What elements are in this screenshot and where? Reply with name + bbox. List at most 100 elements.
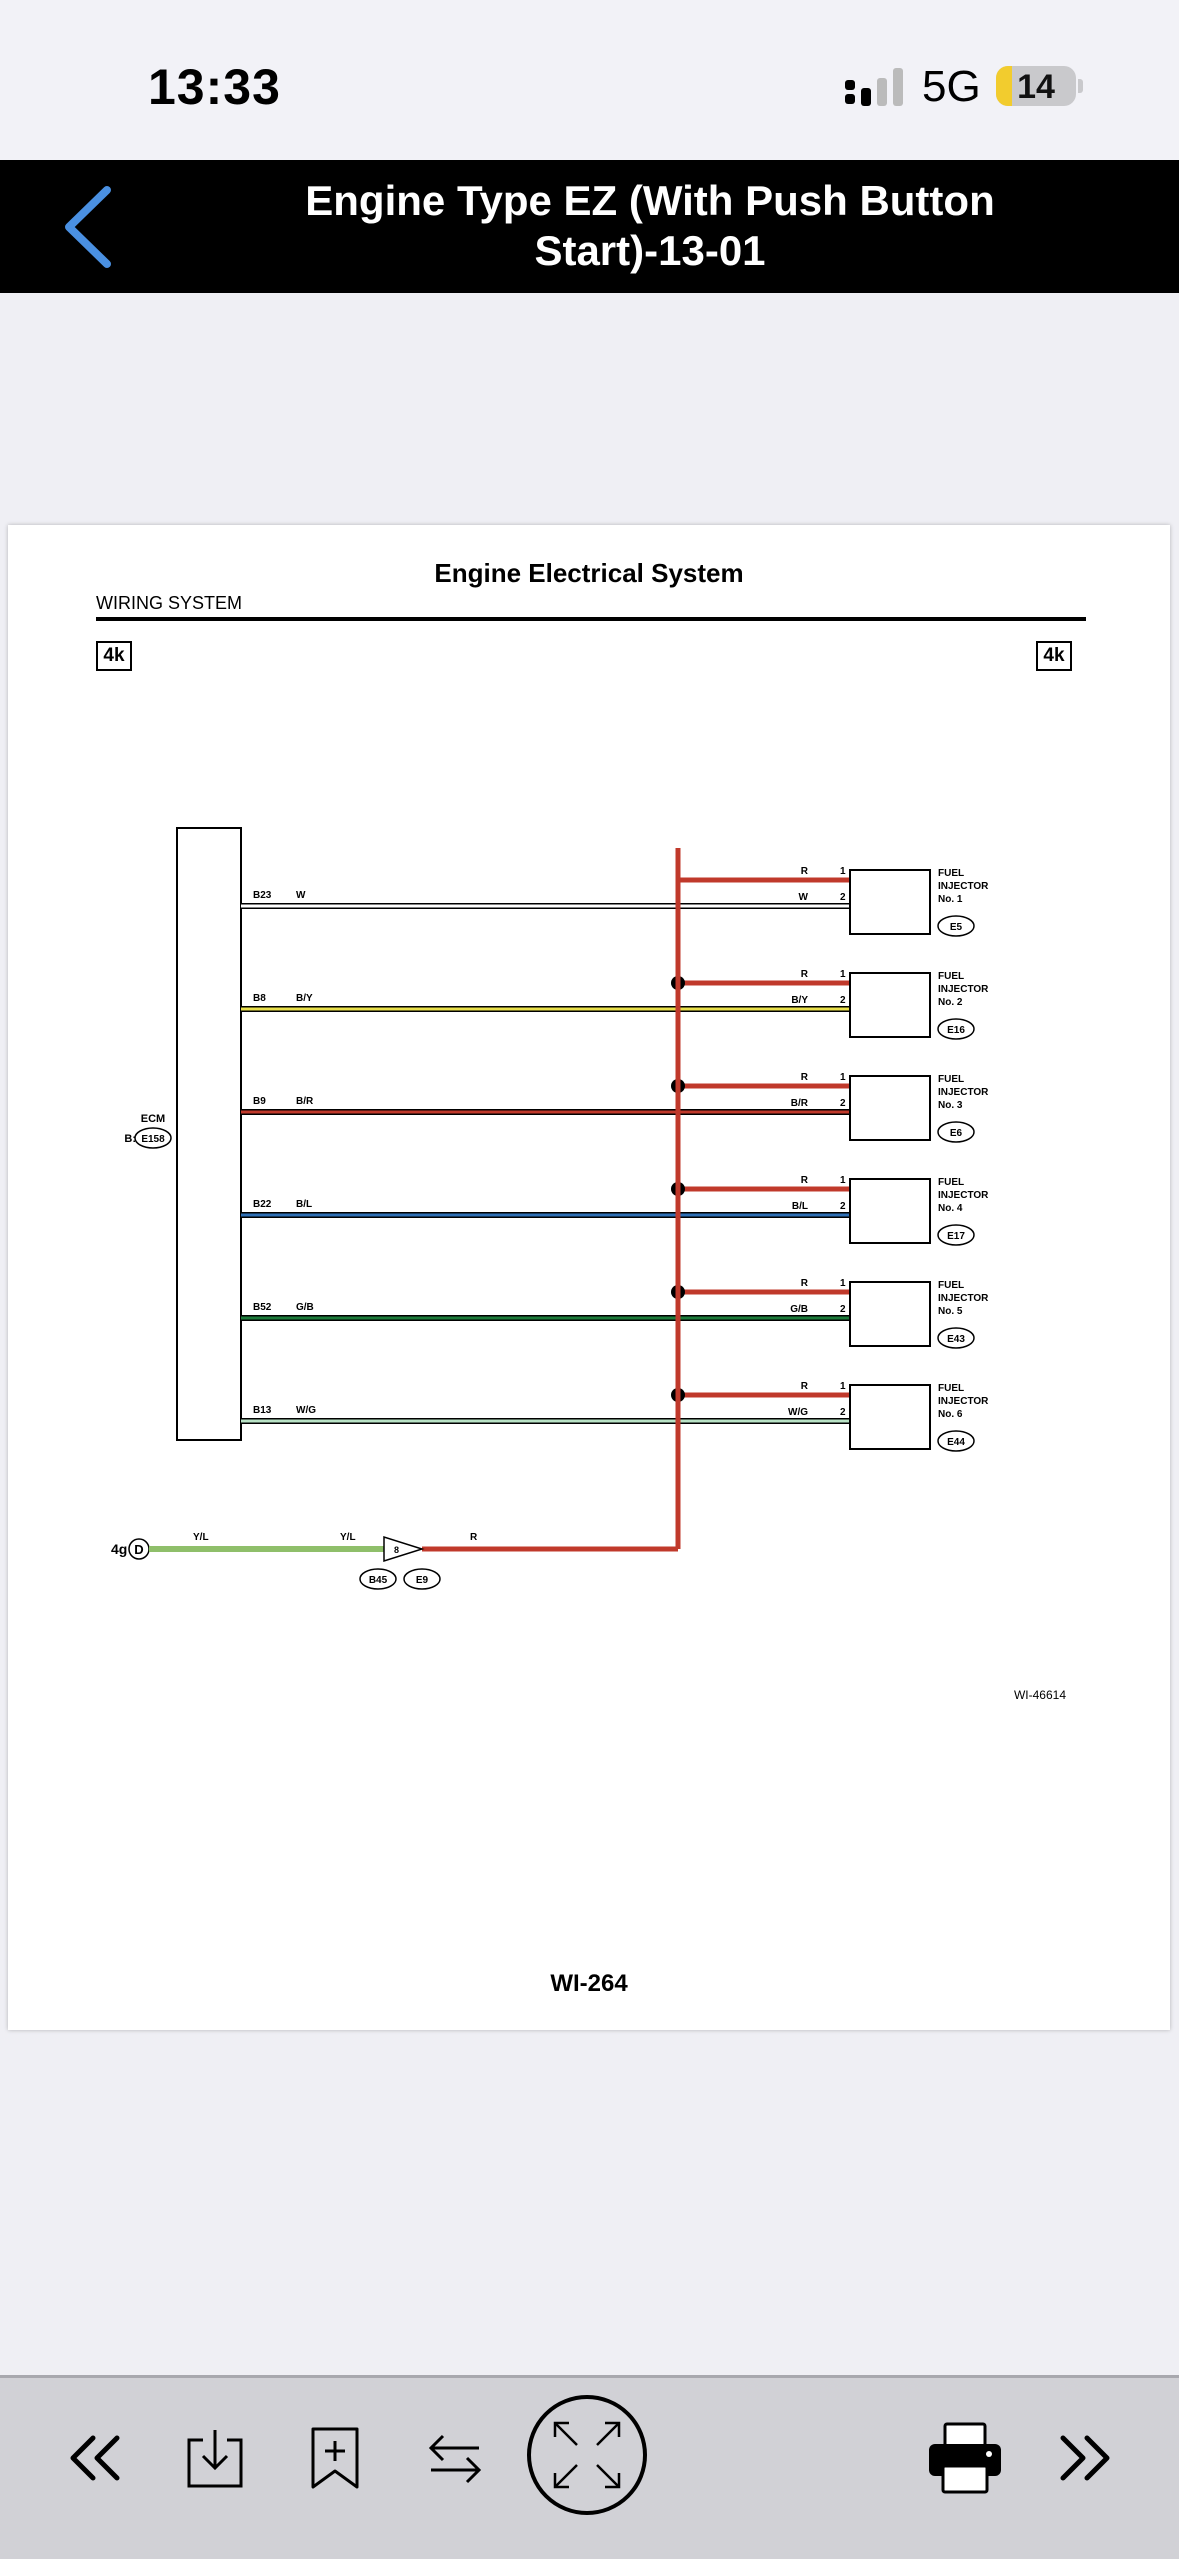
badge-left: 4k: [96, 641, 132, 671]
wire-color-1: W: [296, 890, 306, 901]
first-page-button[interactable]: [45, 2408, 145, 2508]
injector-label-3-0: FUEL: [938, 1074, 964, 1085]
injector-label-3-1: INJECTOR: [938, 1087, 989, 1098]
swap-button[interactable]: [405, 2408, 505, 2508]
ground-symbol: D: [134, 1542, 143, 1557]
supply-color-2: R: [801, 969, 809, 980]
supply-color-4: R: [801, 1175, 809, 1186]
supply-pin-5: 1: [840, 1278, 846, 1289]
badge-right: 4k: [1036, 641, 1072, 671]
supply-color-6: R: [801, 1381, 809, 1392]
signal-color-5: G/B: [790, 1304, 808, 1315]
status-bar: 13:33 5G 14: [0, 0, 1179, 160]
injector-box-4: [849, 1178, 931, 1244]
supply-color-5: R: [801, 1278, 809, 1289]
injector-label-5-2: No. 5: [938, 1306, 963, 1317]
page-title: Engine Type EZ (With Push Button Start)-…: [305, 177, 995, 274]
signal-pin-2: 2: [840, 995, 846, 1006]
ecm-connector-prefix: B:: [124, 1133, 136, 1145]
signal-pin-4: 2: [840, 1201, 846, 1212]
injector-box-2: [849, 972, 931, 1038]
supply-pin-3: 1: [840, 1072, 846, 1083]
ecm-pin-5: B52: [253, 1302, 272, 1313]
last-page-button[interactable]: [1035, 2408, 1135, 2508]
injector-box-3: [849, 1075, 931, 1141]
junction-color-out: R: [470, 1532, 478, 1543]
ecm-connector-oval: [134, 1127, 172, 1149]
ecm-pin-1: B23: [253, 890, 272, 901]
injector-connector-6: E44: [947, 1437, 965, 1448]
signal-pin-6: 2: [840, 1407, 846, 1418]
injector-connector-1: E5: [950, 922, 963, 933]
injector-box-6: [849, 1384, 931, 1450]
battery-level: 14: [1017, 68, 1055, 106]
ecm-pin-4: B22: [253, 1199, 272, 1210]
supply-pin-2: 1: [840, 969, 846, 980]
figure-id: WI-46614: [1014, 1688, 1066, 1702]
injector-label-2-2: No. 2: [938, 997, 963, 1008]
injector-box-1: [849, 869, 931, 935]
bookmark-button[interactable]: [285, 2408, 385, 2508]
junction-connector-1: B45: [369, 1575, 388, 1586]
junction-pin: 8: [394, 1545, 399, 1555]
supply-pin-1: 1: [840, 866, 846, 877]
signal-color-4: B/L: [792, 1201, 808, 1212]
signal-color-1: W: [799, 892, 809, 903]
junction-connector-oval-2: [403, 1568, 441, 1590]
injector-label-1-1: INJECTOR: [938, 881, 989, 892]
signal-color-2: B/Y: [791, 995, 808, 1006]
injector-connector-oval-4: [937, 1224, 975, 1246]
swap-icon: [428, 2434, 482, 2484]
signal-pin-5: 2: [840, 1304, 846, 1315]
wire-color-6: W/G: [296, 1405, 316, 1416]
bookmark-add-icon: [311, 2427, 359, 2489]
fullscreen-icon: [553, 2421, 621, 2489]
junction-connector-oval-1: [359, 1568, 397, 1590]
ecm-label: ECM: [141, 1113, 165, 1125]
bottom-toolbar: [0, 2375, 1179, 2559]
junction-color-in: Y/L: [340, 1532, 356, 1543]
injector-label-2-0: FUEL: [938, 971, 964, 982]
ecm-pin-6: B13: [253, 1405, 272, 1416]
injector-label-3-2: No. 3: [938, 1100, 963, 1111]
junction-connector-2: E9: [416, 1575, 429, 1586]
page-number: WI-264: [550, 1970, 628, 1997]
signal-strength-icon: [845, 68, 903, 106]
injector-label-6-2: No. 6: [938, 1409, 963, 1420]
battery-nub: [1078, 79, 1083, 93]
injector-connector-3: E6: [950, 1128, 963, 1139]
signal-pin-3: 2: [840, 1098, 846, 1109]
document-page: Engine Electrical System WIRING SYSTEM 4…: [8, 525, 1170, 2030]
fullscreen-button[interactable]: [527, 2395, 647, 2515]
supply-color-1: R: [801, 866, 809, 877]
injector-label-1-0: FUEL: [938, 868, 964, 879]
supply-color-3: R: [801, 1072, 809, 1083]
injector-label-2-1: INJECTOR: [938, 984, 989, 995]
download-button[interactable]: [165, 2408, 265, 2508]
battery-icon: 14: [996, 66, 1076, 106]
network-type: 5G: [922, 62, 981, 111]
ecm-box: [176, 827, 242, 1441]
injector-connector-5: E43: [947, 1334, 965, 1345]
header-rule: [96, 617, 1086, 621]
injector-label-4-0: FUEL: [938, 1177, 964, 1188]
injector-label-6-1: INJECTOR: [938, 1396, 989, 1407]
printer-icon: [929, 2422, 1001, 2494]
wire-color-5: G/B: [296, 1302, 314, 1313]
ecm-pin-3: B9: [253, 1096, 266, 1107]
print-button[interactable]: [915, 2408, 1015, 2508]
injector-label-1-2: No. 1: [938, 894, 963, 905]
junction-arrow: [383, 1535, 425, 1563]
ecm-pin-2: B8: [253, 993, 266, 1004]
injector-label-5-1: INJECTOR: [938, 1293, 989, 1304]
ground-wire-color: Y/L: [193, 1532, 209, 1543]
injector-connector-4: E17: [947, 1231, 965, 1242]
ecm-connector: E158: [141, 1134, 165, 1145]
document-title: Engine Electrical System: [434, 558, 744, 588]
back-chevron-icon[interactable]: [55, 180, 125, 275]
injector-connector-oval-6: [937, 1430, 975, 1452]
document-section: WIRING SYSTEM: [96, 593, 243, 613]
navigation-bar: Engine Type EZ (With Push Button Start)-…: [0, 160, 1179, 293]
double-chevron-right-icon: [1060, 2435, 1110, 2481]
